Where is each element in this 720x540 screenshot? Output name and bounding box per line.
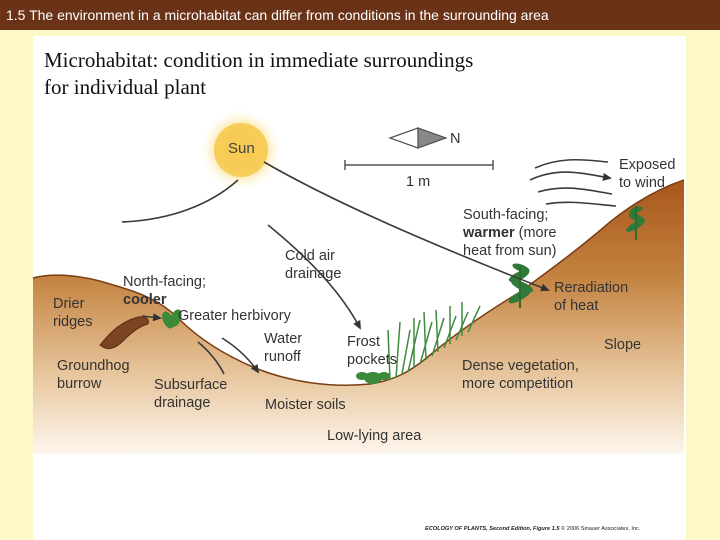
- dense-vegetation-label-2: more competition: [462, 376, 573, 392]
- scale-bar: [344, 160, 494, 170]
- exposed-label-2: to wind: [619, 175, 665, 191]
- ground-surface-line: [32, 179, 685, 386]
- credit-rest: © 2006 Sinauer Associates, Inc.: [559, 526, 641, 532]
- wind-arrow-1: [529, 171, 612, 181]
- soil-cross-section: [33, 180, 684, 454]
- sun-north-ray-arrow: [121, 179, 239, 223]
- frost-pockets-label-1: Frost: [347, 334, 380, 350]
- north-arrow-icon: [388, 127, 448, 149]
- warmer-rest: (more: [515, 225, 557, 241]
- wind-arrow-2: [537, 187, 613, 195]
- frost-pockets-label-2: pockets: [347, 352, 397, 368]
- slide-title: 1.5 The environment in a microhabitat ca…: [0, 0, 720, 30]
- sun-core: [214, 123, 268, 177]
- wind-arrow-4: [534, 158, 609, 169]
- reradiation-label-1: Reradiation: [554, 280, 628, 296]
- exposed-label-1: Exposed: [619, 157, 675, 173]
- dense-vegetation-icon: [387, 302, 481, 381]
- exposed-plant-icon: [626, 206, 646, 240]
- groundhog-burrow-icon: [99, 316, 149, 350]
- north-facing-label-2: cooler: [123, 292, 167, 308]
- groundhog-label-2: burrow: [57, 376, 102, 392]
- south-facing-label-3: heat from sun): [463, 243, 557, 259]
- low-lying-area-label: Low-lying area: [327, 428, 422, 444]
- slope-label: Slope: [604, 337, 641, 353]
- drier-ridges-label-1: Drier: [53, 296, 85, 312]
- sun-label: Sun: [228, 140, 255, 157]
- drier-ridges-label-2: ridges: [53, 314, 93, 330]
- slide-subtitle: Microhabitat: condition in immediate sur…: [44, 47, 564, 101]
- cold-air-label-2: drainage: [285, 266, 341, 282]
- water-runoff-arrow: [221, 337, 260, 374]
- water-runoff-label-1: Water: [264, 331, 302, 347]
- scale-label: 1 m: [406, 174, 430, 190]
- figure-lower-panel: [33, 454, 686, 540]
- cold-air-label-1: Cold air: [285, 248, 335, 264]
- subsurface-arrow: [197, 341, 225, 375]
- warmer-bold: warmer: [462, 225, 515, 241]
- sun-ray-arrow: [263, 161, 550, 292]
- groundhog-label-1: Groundhog: [57, 358, 130, 374]
- fern-plant-slope-icon: [508, 263, 534, 308]
- dense-vegetation-label-1: Dense vegetation,: [462, 358, 579, 374]
- subsurface-label-1: Subsurface: [154, 377, 227, 393]
- north-facing-label-1: North-facing;: [123, 274, 206, 290]
- south-facing-label-2: warmer (more: [462, 225, 557, 241]
- water-runoff-label-2: runoff: [264, 349, 302, 365]
- subsurface-label-2: drainage: [154, 395, 210, 411]
- herbivory-label: Greater herbivory: [178, 308, 292, 324]
- south-facing-label-1: South-facing;: [463, 207, 548, 223]
- moister-soils-label: Moister soils: [265, 397, 346, 413]
- wind-arrow-3: [545, 201, 617, 207]
- subtitle-line-1: Microhabitat: condition in immediate sur…: [44, 48, 474, 72]
- diagram-arrows: [121, 158, 617, 375]
- credit-book: ECOLOGY OF PLANTS, Second Edition, Figur…: [425, 526, 560, 532]
- figure-credit: ECOLOGY OF PLANTS, Second Edition, Figur…: [425, 526, 640, 532]
- north-label: N: [450, 131, 460, 147]
- herbivory-plant-icon: [162, 309, 182, 329]
- herbivory-arrow: [141, 313, 162, 322]
- subtitle-line-2: for individual plant: [44, 75, 207, 99]
- small-plant-icon: [356, 372, 390, 384]
- cold-air-arrow: [267, 224, 361, 330]
- reradiation-label-2: of heat: [554, 298, 598, 314]
